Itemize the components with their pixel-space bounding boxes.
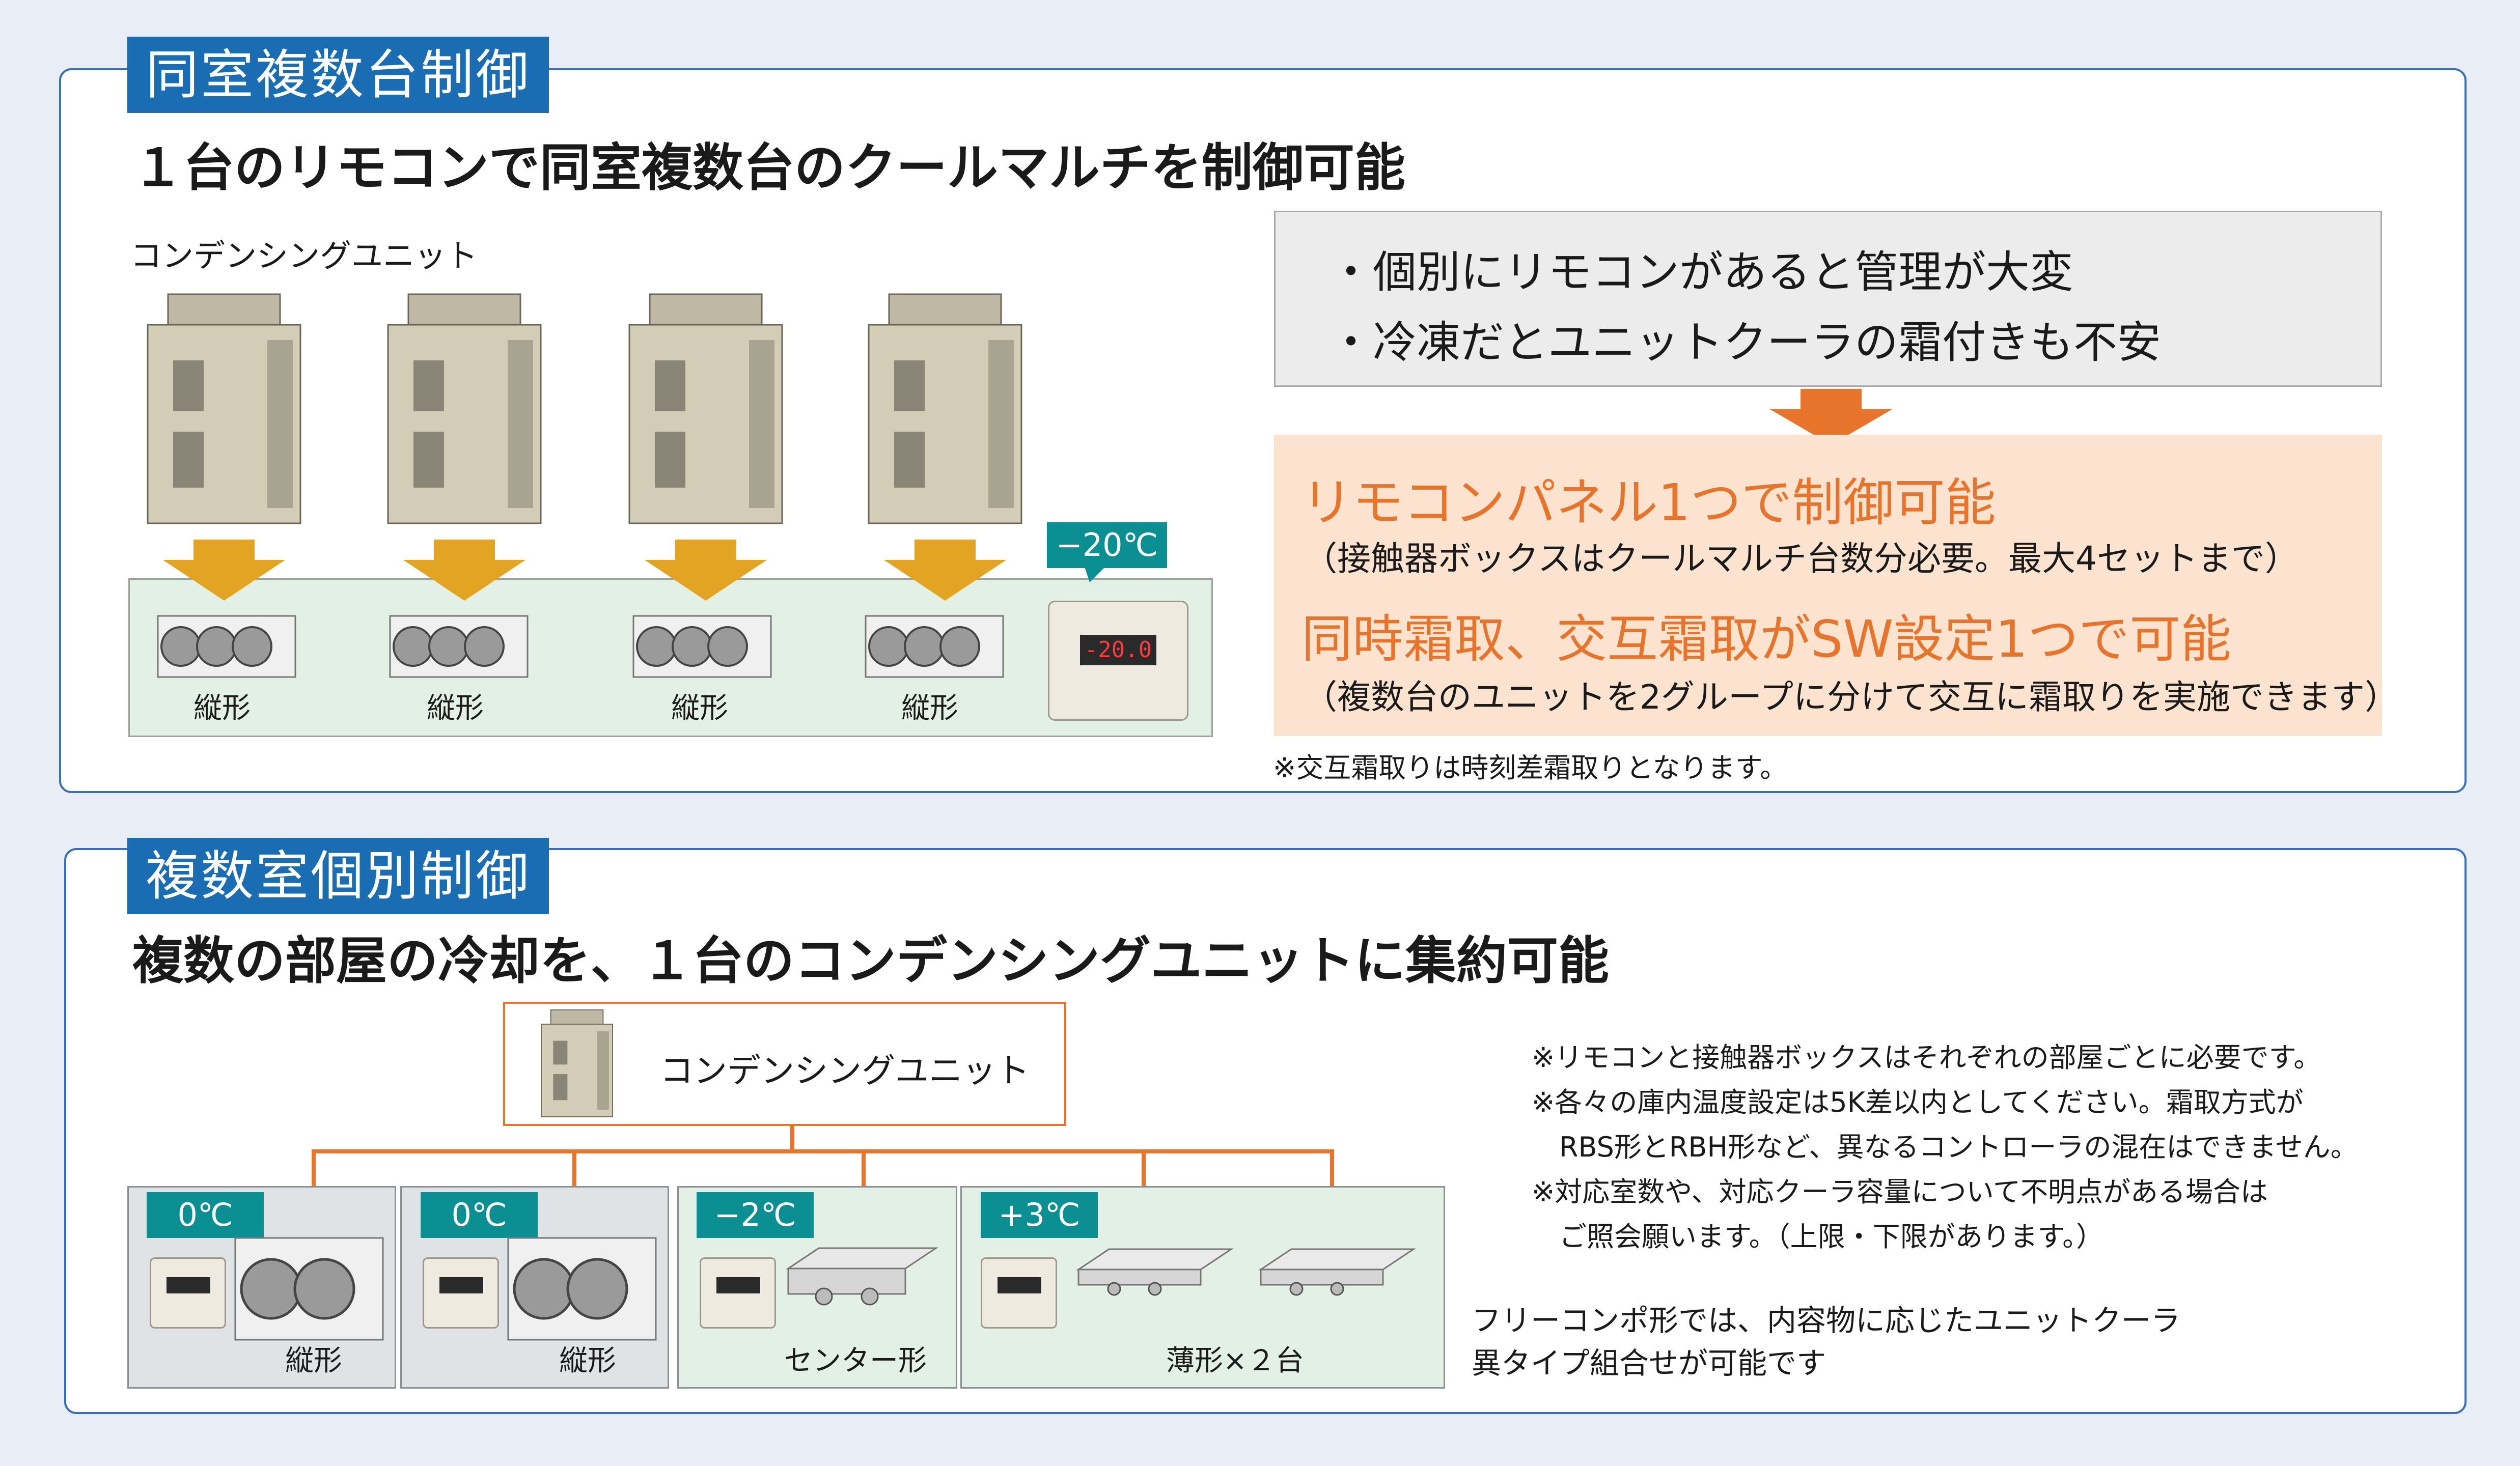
unit-cooler-icon: [234, 1237, 384, 1341]
condensing-unit-3: [628, 293, 783, 524]
controller-display: -20.0: [1080, 635, 1156, 665]
room-label: 縦形: [559, 1344, 616, 1377]
remote-controller[interactable]: -20.0: [1048, 601, 1188, 721]
concerns-box: [1274, 211, 2382, 387]
room-label: センター形: [784, 1344, 927, 1377]
benefit1-title: リモコンパネル1つで制御可能: [1301, 473, 1996, 532]
free-combo-note: 異タイプ組合せが可能です: [1472, 1346, 1826, 1380]
section2-tag: 複数室個別制御: [127, 838, 549, 914]
thin-cooler-icon: [1258, 1248, 1416, 1296]
room-temp-tag: +3℃: [981, 1192, 1098, 1238]
evaporator-label: 縦形: [427, 692, 484, 725]
tag-pointer-icon: [1085, 567, 1105, 582]
room-controller[interactable]: [423, 1257, 499, 1329]
condensing-unit-icon: [628, 293, 783, 524]
condensing-unit-1: [147, 293, 301, 524]
room-temp-tag: −2℃: [697, 1192, 814, 1238]
section2-note: ご照会願います。（上限・下限があります。）: [1532, 1221, 2104, 1253]
down-arrow-icon: [403, 540, 525, 601]
condensing-unit-label: コンデンシングユニット: [130, 237, 478, 274]
condensing-unit-box-label: コンデンシングユニット: [660, 1051, 1030, 1090]
free-combo-note: フリーコンポ形では、内容物に応じたユニットクーラ: [1472, 1303, 2181, 1338]
condensing-unit-icon: [541, 1009, 613, 1117]
benefit1-note: （接触器ボックスはクールマルチ台数分必要。最大4セットまで）: [1304, 539, 2299, 578]
unit-cooler-icon: [865, 615, 1004, 678]
room-label: 縦形: [285, 1344, 342, 1377]
unit-cooler-icon: [507, 1237, 657, 1341]
unit-cooler-icon: [632, 615, 772, 678]
condensing-unit-icon: [868, 293, 1022, 524]
section2-headline: 複数の部屋の冷却を、１台のコンデンシングユニットに集約可能: [132, 931, 1609, 991]
thin-cooler-icon: [1076, 1248, 1234, 1296]
benefit-box: [1274, 435, 2382, 736]
section1-headline: １台のリモコンで同室複数台のクールマルチを制御可能: [132, 138, 1405, 198]
section1-tag: 同室複数台制御: [127, 37, 549, 113]
unit-cooler-icon: [389, 615, 529, 678]
benefit2-note: （複数台のユニットを2グループに分けて交互に霜取りを実施できます）: [1304, 678, 2399, 717]
down-arrow-icon: [645, 540, 767, 601]
condensing-unit-2: [387, 293, 542, 524]
benefit2-title: 同時霜取、交互霜取がSW設定1つで可能: [1301, 609, 2231, 669]
condensing-unit-4: [868, 293, 1022, 524]
concern-item: ・個別にリモコンがあると管理が大変: [1329, 247, 2073, 298]
room-controller[interactable]: [981, 1257, 1057, 1329]
section2-note: ※リモコンと接触器ボックスはそれぞれの部屋ごとに必要です。: [1532, 1041, 2321, 1074]
unit-cooler-icon: [157, 615, 296, 678]
room-controller[interactable]: [150, 1257, 226, 1329]
temperature-tag: −20℃: [1047, 522, 1167, 568]
evaporator-label: 縦形: [193, 692, 251, 725]
condensing-unit-icon: [387, 293, 542, 524]
condensing-unit-icon: [147, 293, 301, 524]
evaporator-label: 縦形: [671, 692, 728, 725]
section2-note: ※対応室数や、対応クーラ容量について不明点がある場合は: [1532, 1176, 2268, 1208]
section2-note: RBS形とRBH形など、異なるコントローラの混在はできません。: [1532, 1131, 2358, 1163]
room-label: 薄形×２台: [1166, 1344, 1304, 1377]
room-controller[interactable]: [700, 1257, 776, 1329]
down-arrow-icon: [163, 540, 285, 601]
down-arrow-icon: [884, 540, 1006, 601]
down-arrow-icon: [1770, 389, 1892, 445]
room-temp-tag: 0℃: [421, 1192, 538, 1238]
section1-footnote: ※交互霜取りは時刻差霜取りとなります。: [1273, 752, 1788, 784]
center-cooler-icon: [786, 1247, 938, 1306]
concern-item: ・冷凍だとユニットクーラの霜付きも不安: [1329, 317, 2161, 368]
evaporator-label: 縦形: [901, 692, 958, 725]
room-temp-tag: 0℃: [147, 1192, 264, 1238]
section2-note: ※各々の庫内温度設定は5K差以内としてください。霜取方式が: [1532, 1086, 2304, 1118]
